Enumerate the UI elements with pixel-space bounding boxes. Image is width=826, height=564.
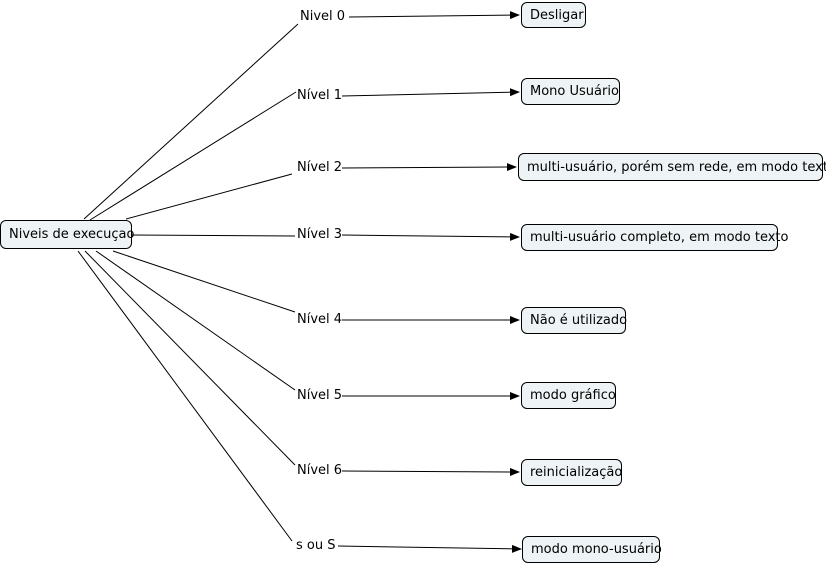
level-6-arrow <box>341 467 520 476</box>
level-1-description-box[interactable]: Mono Usuário <box>521 78 620 105</box>
root-to-level-0-line <box>83 23 299 220</box>
root-to-level-6-line <box>84 250 296 466</box>
level-1-description: Mono Usuário <box>530 84 619 99</box>
level-s-arrow <box>337 544 522 553</box>
level-2-arrow <box>341 163 517 172</box>
level-3-description: multi-usuário completo, em modo texto <box>530 230 789 245</box>
root-to-level-3-line <box>131 234 296 237</box>
level-5-label: Nível 5 <box>297 388 343 404</box>
level-s-label: s ou S <box>296 538 336 554</box>
level-3-description-box[interactable]: multi-usuário completo, em modo texto <box>521 224 788 251</box>
level-6-description-box[interactable]: reinicialização <box>521 459 622 486</box>
level-3-label: Nível 3 <box>297 227 343 243</box>
level-s-description: modo mono-usuário <box>531 542 662 557</box>
root-to-level-s-line <box>77 250 293 542</box>
root-concept-label: Niveis de execuçao <box>9 227 135 242</box>
level-0-description-box[interactable]: Desligar <box>521 2 586 28</box>
level-1-arrow <box>341 88 520 97</box>
level-5-description-box[interactable]: modo gráfico <box>521 382 616 409</box>
level-6-label: Nível 6 <box>297 463 343 479</box>
root-concept-box[interactable]: Niveis de execuçao <box>0 220 135 249</box>
level-0-description: Desligar <box>530 7 584 23</box>
level-4-label: Nível 4 <box>297 312 343 328</box>
level-0-label: Nivel 0 <box>300 9 346 25</box>
root-to-level-2-line <box>125 173 293 220</box>
root-to-level-4-line <box>112 250 296 313</box>
level-2-description-box[interactable]: multi-usuário, porém sem rede, em modo t… <box>518 153 826 181</box>
level-5-description: modo gráfico <box>530 388 616 403</box>
level-0-arrow <box>348 11 520 20</box>
level-s-description-box[interactable]: modo mono-usuário <box>522 536 662 563</box>
root-to-level-1-line <box>89 91 297 221</box>
level-6-description: reinicialização <box>530 465 623 480</box>
level-2-description: multi-usuário, porém sem rede, em modo t… <box>527 159 826 175</box>
root-to-level-5-line <box>95 250 296 391</box>
level-4-description: Não é utilizado <box>530 313 628 328</box>
level-2-label: Nível 2 <box>297 160 343 176</box>
level-4-description-box[interactable]: Não é utilizado <box>521 307 628 334</box>
level-3-arrow <box>341 232 520 241</box>
level-1-label: Nível 1 <box>297 88 343 104</box>
